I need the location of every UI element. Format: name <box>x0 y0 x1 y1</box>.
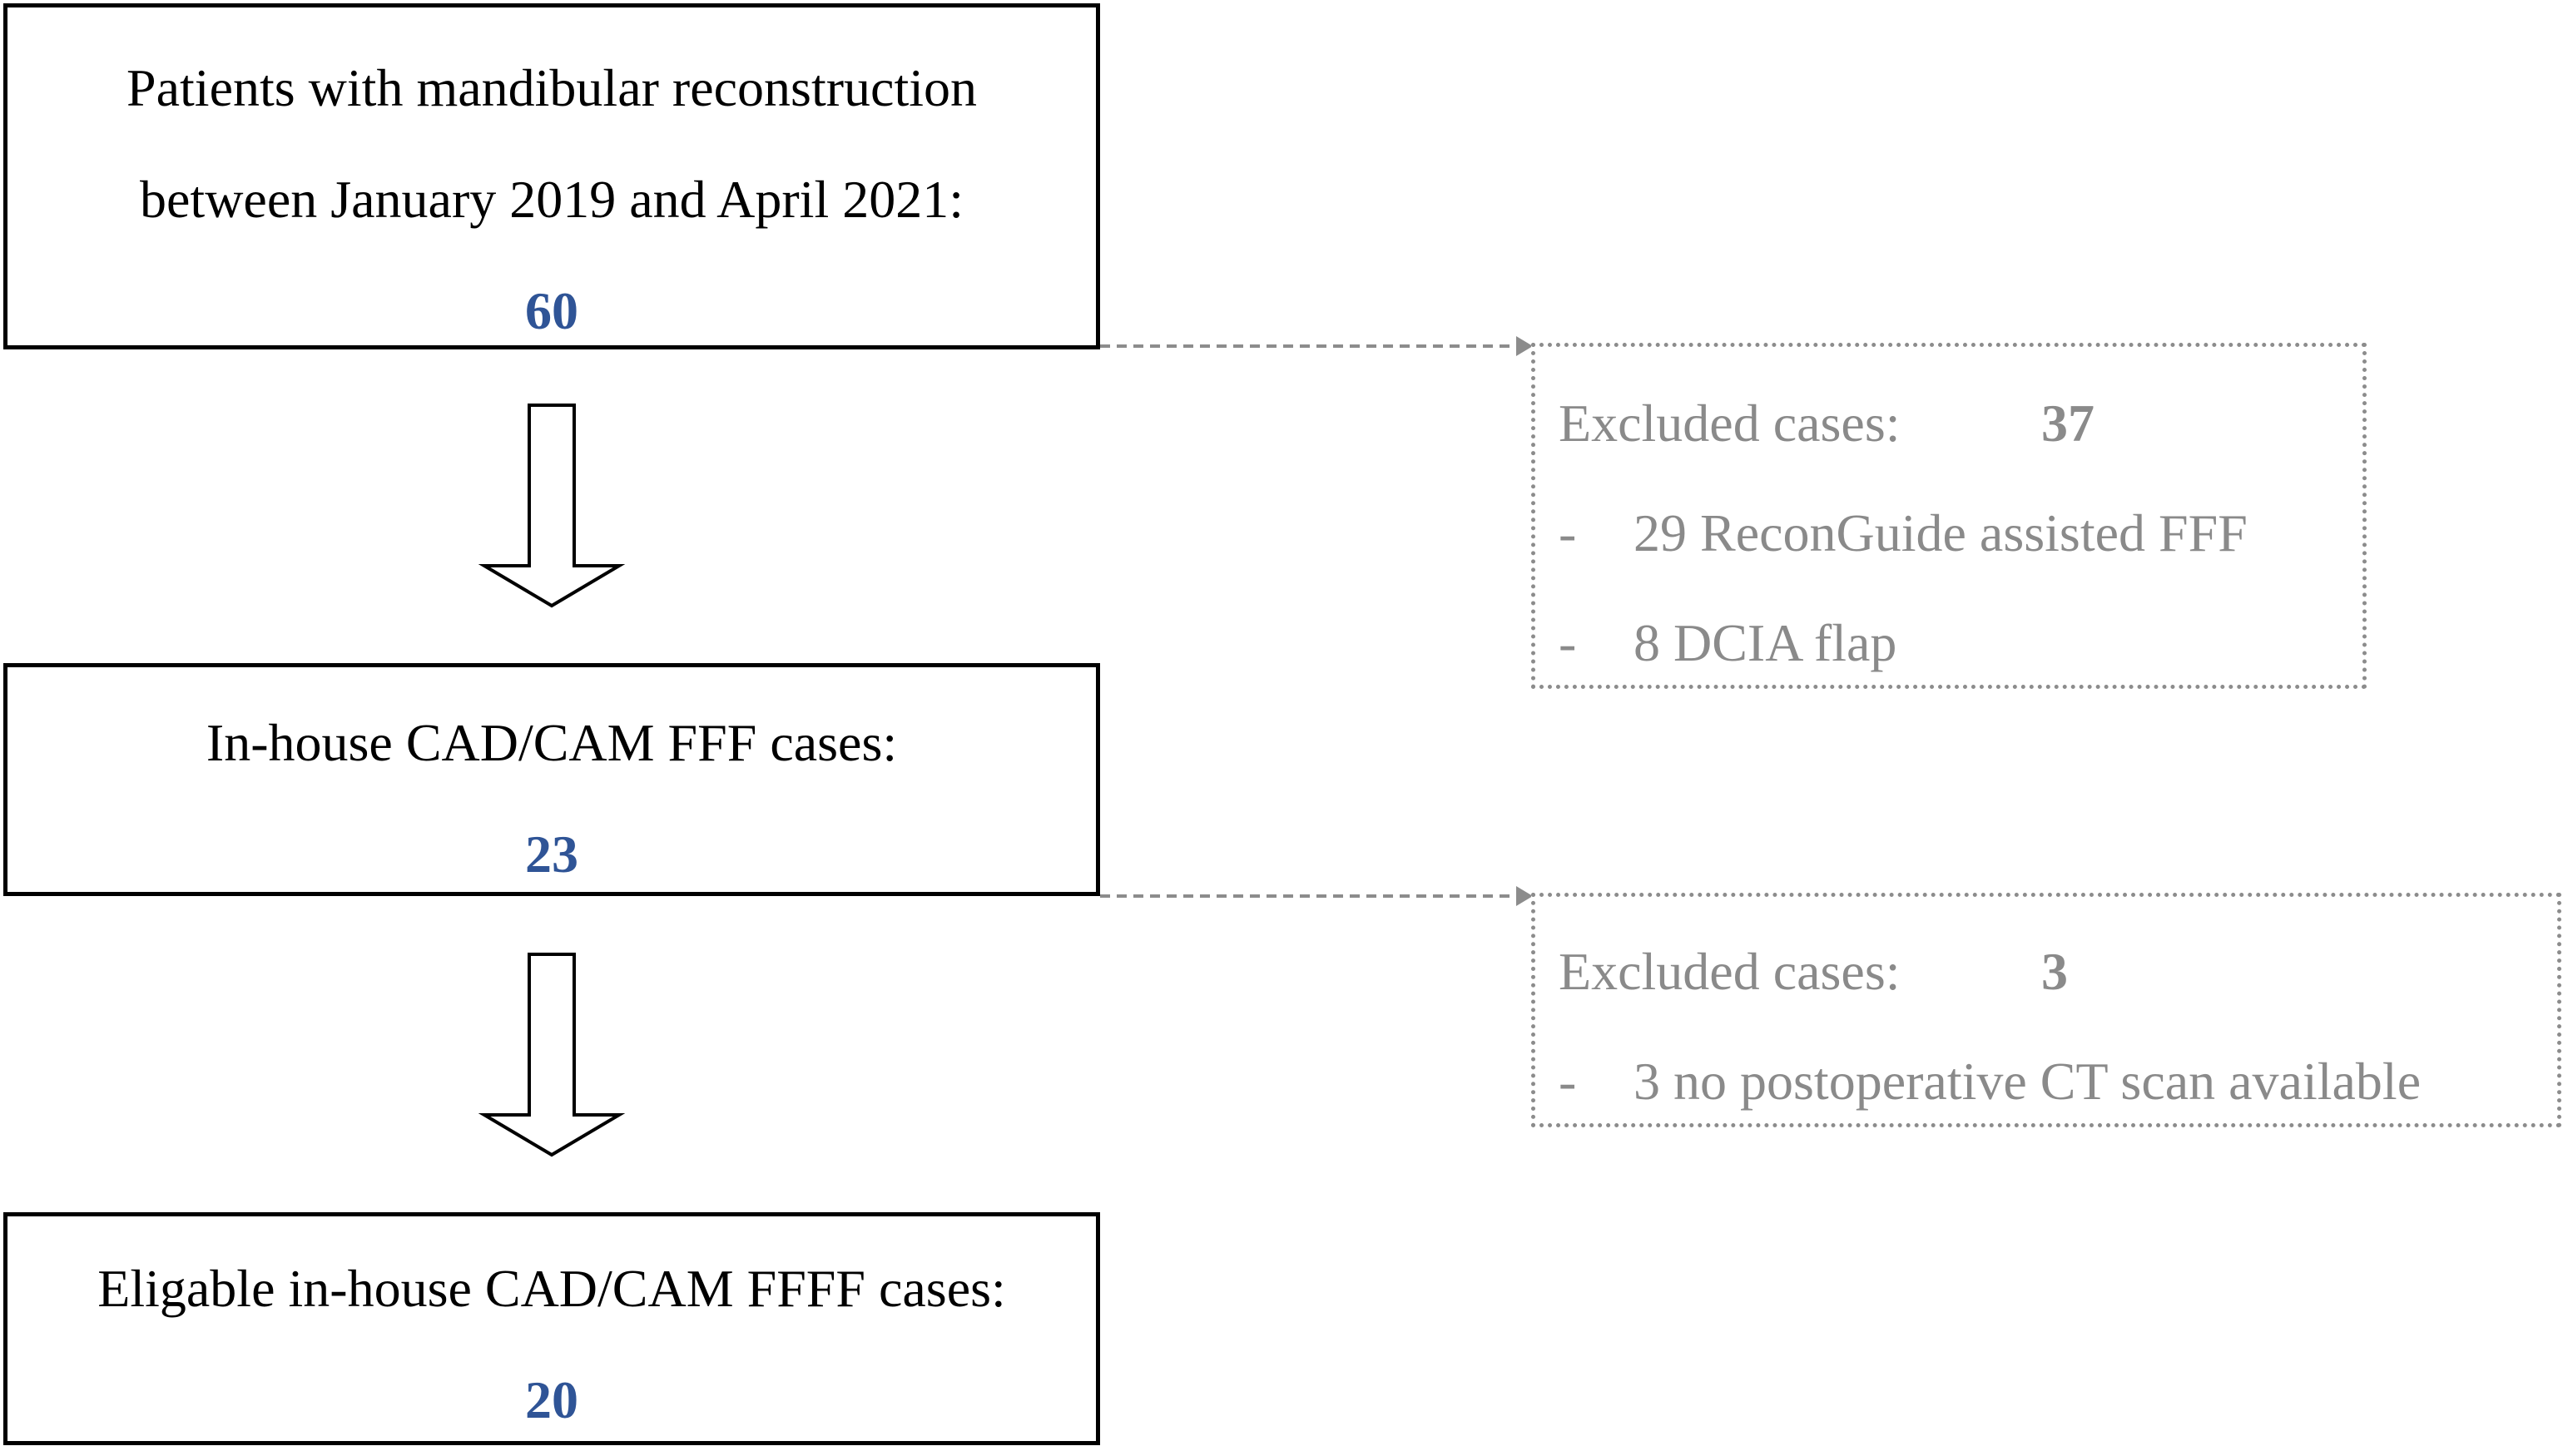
stage3-line1: Eligable in-house CAD/CAM FFFF cases: <box>97 1259 1006 1318</box>
exclusion1-header: Excluded cases: 37 <box>1559 390 2095 457</box>
stage1-count: 60 <box>525 281 578 340</box>
stage1-line2: between January 2019 and April 2021: <box>140 170 964 229</box>
exclusion1-item-text: 8 DCIA flap <box>1633 613 1897 672</box>
exclusion1-item-text: 29 ReconGuide assisted FFF <box>1633 503 2248 562</box>
exclusion2-label: Excluded cases: <box>1559 942 1901 1001</box>
exclusion2-header: Excluded cases: 3 <box>1559 938 2068 1005</box>
exclusion1-box: Excluded cases: 37 -29 ReconGuide assiste… <box>1531 343 2367 689</box>
exclusion1-item-bullet: - <box>1559 503 1577 562</box>
stage1-box: Patients with mandibular reconstruction … <box>3 3 1100 349</box>
exclusion1-connector-arrowhead <box>1516 336 1533 356</box>
stage2-count: 23 <box>525 825 578 884</box>
exclusion1-item: -29 ReconGuide assisted FFF <box>1559 500 2248 567</box>
exclusion1-label: Excluded cases: <box>1559 394 1901 453</box>
stage3-box: Eligable in-house CAD/CAM FFFF cases: 20 <box>3 1212 1100 1445</box>
exclusion1-item-bullet: - <box>1559 613 1577 672</box>
exclusion2-item: -3 no postoperative CT scan available <box>1559 1048 2421 1115</box>
stage2-box: In-house CAD/CAM FFF cases: 23 <box>3 663 1100 896</box>
down-arrow-2 <box>478 953 626 1157</box>
exclusion2-box: Excluded cases: 3 -3 no postoperative CT … <box>1531 893 2561 1127</box>
exclusion2-item-bullet: - <box>1559 1052 1577 1111</box>
exclusion2-count: 3 <box>2041 942 2068 1001</box>
exclusion1-count: 37 <box>2041 394 2095 453</box>
exclusion1-item: -8 DCIA flap <box>1559 610 1896 676</box>
stage3-count: 20 <box>525 1370 578 1429</box>
exclusion2-item-text: 3 no postoperative CT scan available <box>1633 1052 2422 1111</box>
stage2-line1: In-house CAD/CAM FFF cases: <box>206 713 898 772</box>
exclusion2-connector-arrowhead <box>1516 886 1533 906</box>
down-arrow-1 <box>478 404 626 608</box>
stage1-line1: Patients with mandibular reconstruction <box>126 58 977 117</box>
